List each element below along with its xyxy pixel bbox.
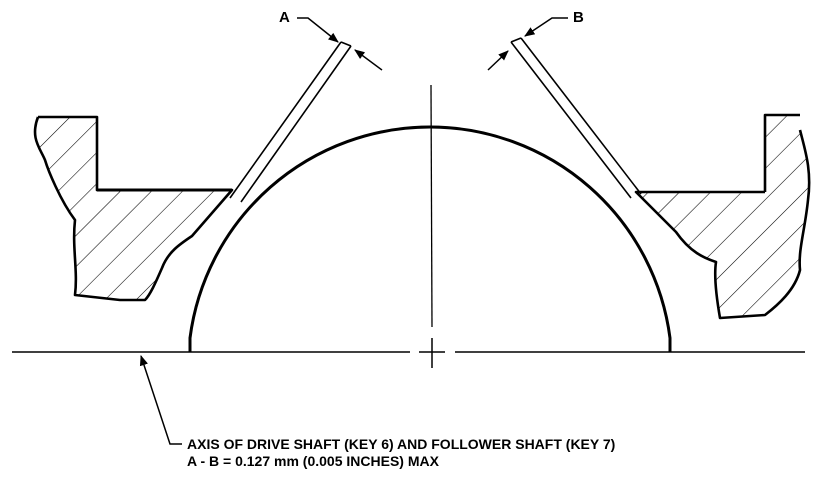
gap-b-gauge [487, 17, 642, 199]
axis-leader [139, 355, 182, 445]
gap-a-label: A [279, 9, 290, 26]
vertical-centerline [430, 84, 433, 328]
axis-note: AXIS OF DRIVE SHAFT (KEY 6) AND FOLLOWER… [187, 436, 616, 452]
right-housing-section [634, 113, 811, 320]
gap-a-gauge [229, 17, 383, 203]
shaft-axis [12, 84, 805, 368]
left-housing-section [33, 115, 234, 302]
ball-outline [188, 125, 672, 352]
gap-b-label: B [573, 9, 584, 26]
tolerance-note: A - B = 0.127 mm (0.005 INCHES) MAX [187, 453, 439, 469]
